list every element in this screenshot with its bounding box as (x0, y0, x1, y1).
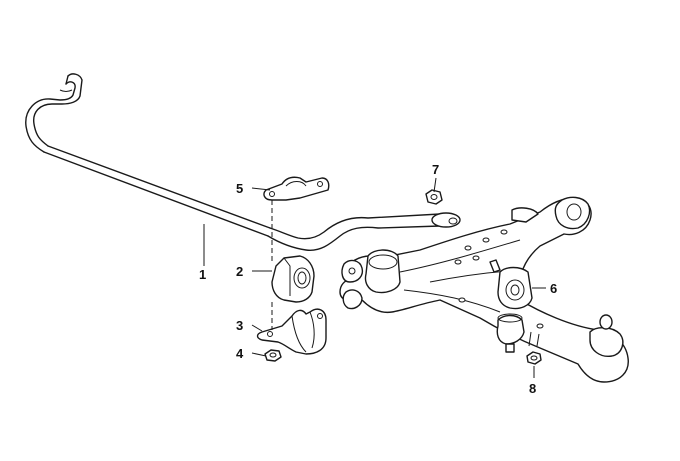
rubber-mounting (271, 255, 315, 303)
callout-4: 4 (236, 346, 244, 361)
callout-1: 1 (199, 267, 206, 282)
leader-line-5 (251, 187, 271, 191)
hex-bolt (526, 331, 542, 365)
callout-8: 8 (529, 381, 536, 396)
callout-5: 5 (236, 181, 243, 196)
callout-3: 3 (236, 318, 243, 333)
rubber-bushing (489, 259, 533, 310)
ball-joint (496, 313, 525, 353)
upper-bracket (263, 176, 330, 201)
callout-6: 6 (550, 281, 557, 296)
self-locking-nut (425, 189, 443, 205)
callout-2: 2 (236, 264, 243, 279)
control-arm (339, 196, 629, 383)
leader-line-3 (251, 324, 263, 332)
leader-line-7 (433, 177, 437, 193)
callout-7: 7 (432, 162, 439, 177)
stabilizer-bar (25, 73, 461, 251)
hex-nut (264, 349, 282, 362)
leader-line-4 (251, 352, 267, 357)
lower-clamp (256, 308, 327, 355)
